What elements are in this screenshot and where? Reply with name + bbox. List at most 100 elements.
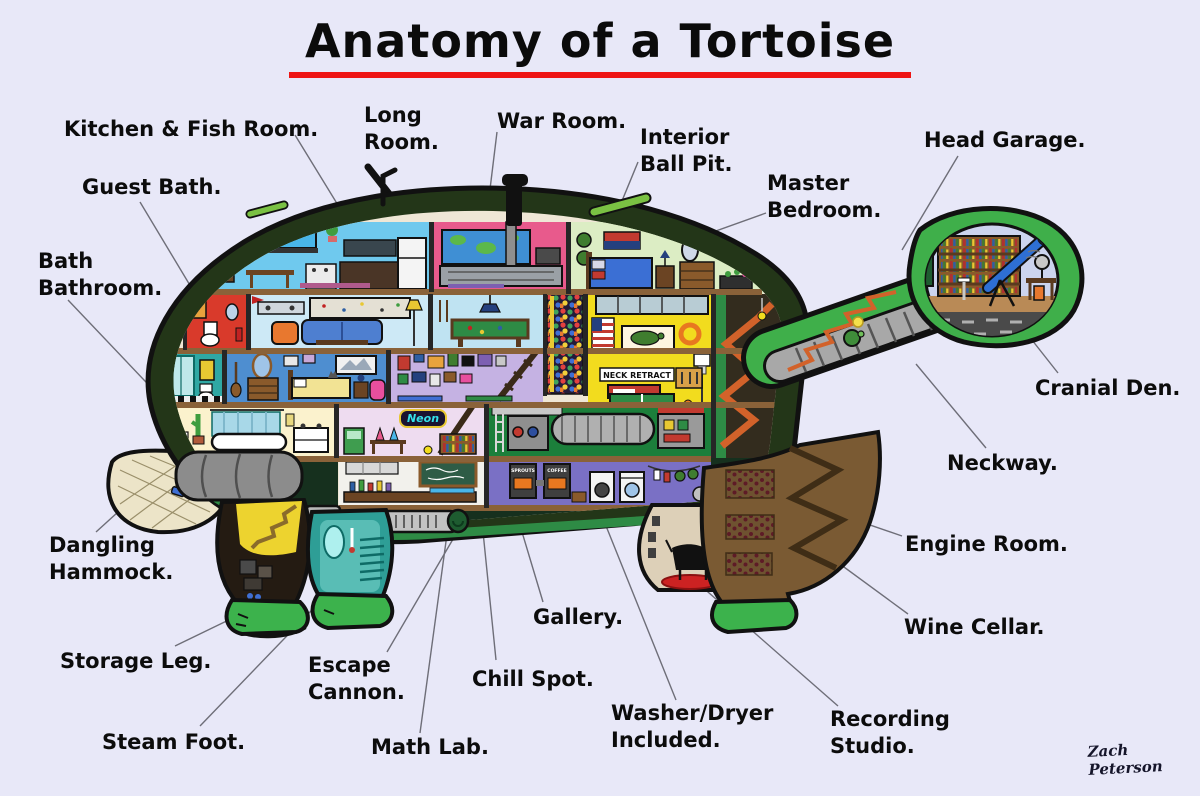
room-blue-bedroom bbox=[227, 350, 386, 402]
label-kitchen-fish-room: Kitchen & Fish Room. bbox=[64, 117, 319, 141]
leader-math-lab bbox=[419, 511, 451, 734]
rubber-duck bbox=[423, 445, 433, 455]
storage-leg-art bbox=[215, 497, 312, 639]
floors bbox=[173, 289, 782, 511]
chalkboard bbox=[418, 460, 478, 488]
engine-cylinder bbox=[550, 412, 656, 446]
label-head-garage: Head Garage. bbox=[924, 128, 1086, 152]
tortoise-lightbulb bbox=[852, 316, 864, 328]
leader-recording bbox=[691, 577, 839, 707]
shell-top-details bbox=[245, 167, 652, 226]
wine-rack bbox=[725, 552, 773, 576]
toilet bbox=[200, 333, 220, 347]
label-gallery: Gallery. bbox=[533, 605, 624, 629]
room-teal-bath bbox=[173, 350, 222, 402]
leader-neckway bbox=[915, 363, 987, 449]
vanity-mirror bbox=[251, 352, 273, 380]
wine-stairs bbox=[785, 445, 849, 571]
periscope-shaft bbox=[505, 221, 517, 269]
storage-foot bbox=[224, 597, 310, 637]
label-engine-room: Engine Room. bbox=[905, 532, 1068, 556]
mountain-picture bbox=[335, 355, 377, 375]
room-chill-spot: Neon bbox=[339, 402, 484, 456]
page-title: Anatomy of a Tortoise bbox=[288, 14, 912, 78]
shower-curtain bbox=[211, 411, 281, 437]
wine-foot bbox=[710, 597, 799, 635]
armchair bbox=[271, 321, 299, 345]
room-clawfoot-bath bbox=[173, 404, 334, 456]
den-desk bbox=[1026, 278, 1056, 283]
label-war-room: War Room. bbox=[497, 109, 627, 133]
wine-rack bbox=[725, 469, 775, 499]
basketball-backboard bbox=[693, 353, 711, 367]
label-storage-leg: Storage Leg. bbox=[60, 649, 212, 673]
clothesline bbox=[647, 465, 701, 472]
lab-bar bbox=[343, 491, 477, 503]
wine-cellar-leg-art bbox=[699, 429, 882, 635]
svg-text:COFFEE: COFFEE bbox=[547, 468, 566, 474]
flipper-fold bbox=[174, 450, 304, 502]
svg-text:Neon: Neon bbox=[407, 412, 439, 425]
walking-tortoise bbox=[843, 329, 861, 347]
wine-rack bbox=[725, 514, 775, 540]
leader-washer bbox=[597, 505, 677, 701]
war-console bbox=[439, 265, 563, 287]
sauna-window bbox=[323, 525, 345, 559]
room-gallery bbox=[391, 350, 543, 402]
label-neckway: Neckway. bbox=[947, 451, 1058, 475]
pet-creature bbox=[328, 371, 338, 378]
chimney-periscope bbox=[506, 182, 522, 226]
leg-stairs bbox=[250, 504, 298, 550]
pool-table bbox=[450, 318, 530, 340]
splatter-painting bbox=[309, 297, 411, 319]
grass-blade bbox=[247, 202, 287, 217]
steam-foot-art bbox=[305, 507, 395, 631]
fridge bbox=[397, 237, 427, 290]
neck-stairs bbox=[787, 290, 897, 372]
lava-lamp bbox=[375, 426, 385, 441]
room-living bbox=[251, 294, 428, 348]
walls bbox=[183, 222, 716, 508]
antenna bbox=[380, 167, 398, 207]
leader-head-garage bbox=[901, 155, 959, 251]
telescope bbox=[984, 236, 1046, 292]
artist-signature: Zach Peterson bbox=[1087, 740, 1164, 779]
label-wine-cellar: Wine Cellar. bbox=[904, 615, 1045, 639]
title-wrap: Anatomy of a Tortoise bbox=[0, 14, 1200, 78]
thermometer bbox=[349, 547, 355, 553]
grass-blade bbox=[590, 194, 650, 216]
life-ring bbox=[678, 322, 702, 346]
neon-sign bbox=[399, 409, 447, 428]
steam-foot-foot bbox=[310, 591, 395, 631]
leader-escape-cannon bbox=[386, 533, 457, 653]
label-steam-foot: Steam Foot. bbox=[102, 730, 246, 754]
neck-retract-sign bbox=[599, 367, 675, 382]
cannon-hatch bbox=[446, 508, 470, 534]
american-flag bbox=[591, 317, 615, 351]
label-math-lab: Math Lab. bbox=[371, 735, 489, 759]
pink-chair bbox=[369, 379, 386, 401]
room-washer-dryer: SPROUTS COFFEE bbox=[489, 458, 714, 505]
den-chair bbox=[1033, 285, 1045, 301]
label-guest-bath: Guest Bath. bbox=[82, 175, 222, 199]
room-billiards bbox=[433, 294, 543, 348]
ball-pit-ladder bbox=[550, 296, 554, 392]
room-engine bbox=[489, 404, 711, 456]
label-cranial-den: Cranial Den. bbox=[1035, 376, 1181, 400]
room-math-lab bbox=[339, 458, 484, 505]
svg-text:SPROUTS: SPROUTS bbox=[511, 468, 535, 474]
room-war bbox=[434, 221, 566, 289]
label-chill-spot: Chill Spot. bbox=[472, 667, 594, 691]
clawfoot-tub bbox=[210, 432, 288, 452]
lava-lamp bbox=[389, 426, 399, 441]
svg-text:NECK RETRACT: NECK RETRACT bbox=[603, 371, 671, 380]
